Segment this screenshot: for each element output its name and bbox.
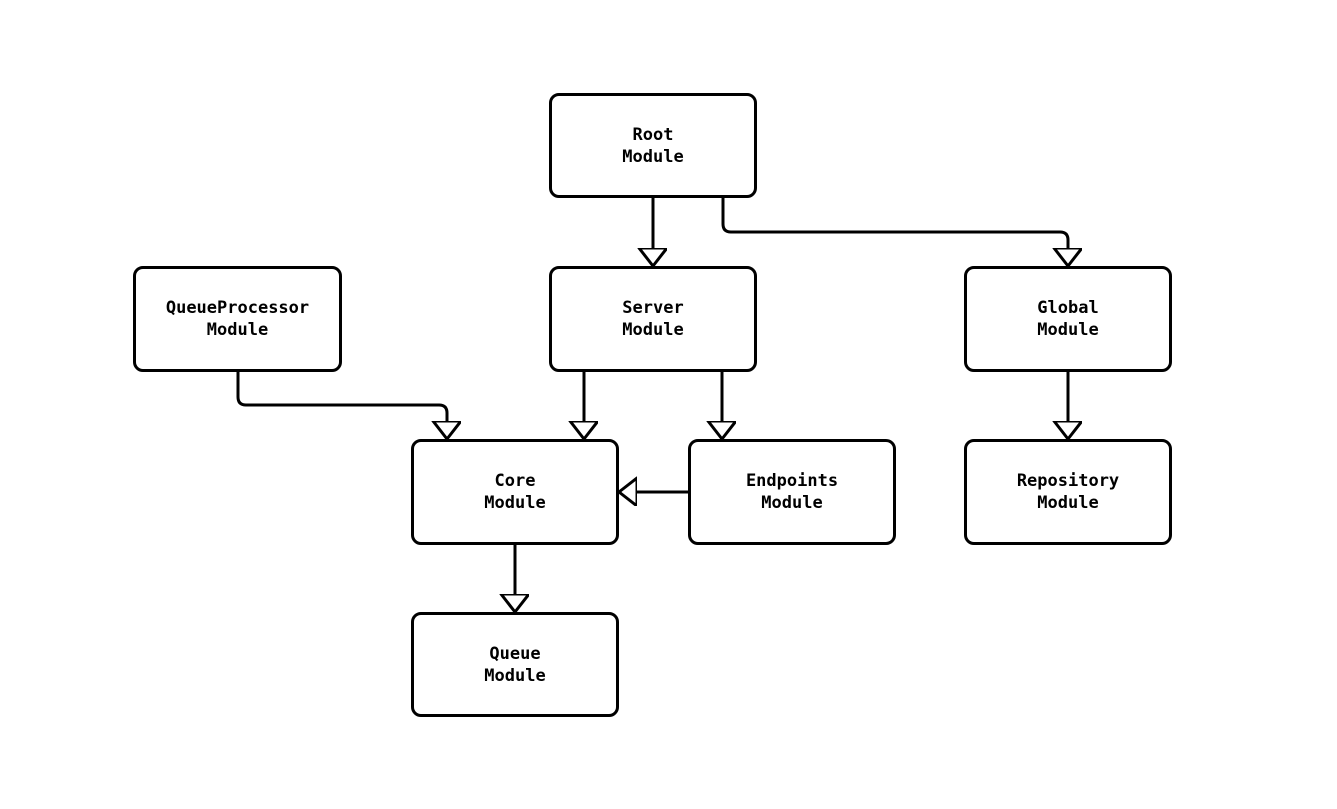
node-server-module-label: Server Module xyxy=(622,298,684,340)
node-endpoints-module: Endpoints Module xyxy=(688,439,896,545)
node-server-module: Server Module xyxy=(549,266,757,372)
node-root-module: Root Module xyxy=(549,93,757,198)
node-queue-module: Queue Module xyxy=(411,612,619,717)
node-core-module: Core Module xyxy=(411,439,619,545)
node-global-module: Global Module xyxy=(964,266,1172,372)
node-root-module-label: Root Module xyxy=(622,124,684,167)
edge-root-to-global xyxy=(721,198,1068,248)
node-queue-module-label: Queue Module xyxy=(484,643,546,686)
node-repository-module-label: Repository Module xyxy=(1016,471,1120,513)
node-repository-module: Repository Module xyxy=(964,439,1172,545)
node-core-module-label: Core Module xyxy=(484,471,546,513)
edge-queueprocessor-to-core xyxy=(236,372,447,421)
node-queueprocessor-module-label: QueueProcessor Module xyxy=(165,298,310,340)
node-queueprocessor-module: QueueProcessor Module xyxy=(133,266,342,372)
node-global-module-label: Global Module xyxy=(1037,298,1099,340)
node-endpoints-module-label: Endpoints Module xyxy=(745,471,839,513)
